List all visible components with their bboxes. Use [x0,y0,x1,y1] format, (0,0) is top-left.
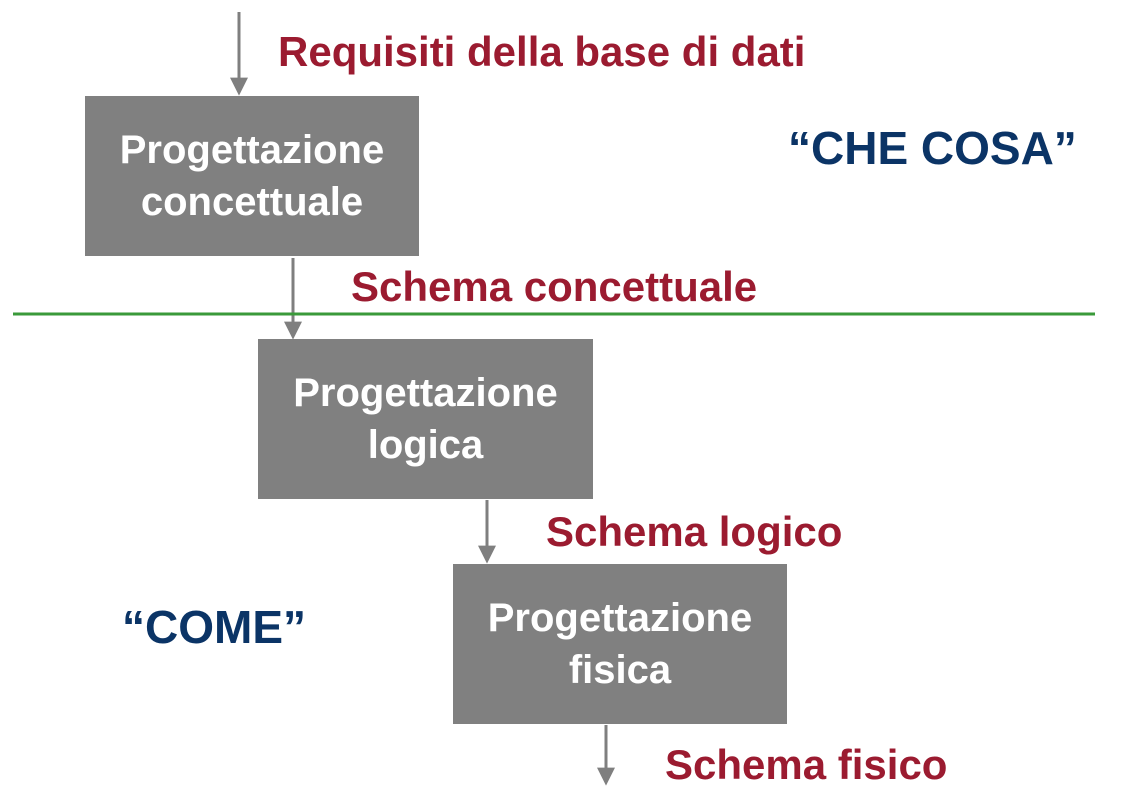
box-logica-line2: logica [367,423,484,467]
label-che-cosa: “CHE COSA” [788,122,1077,174]
box-progettazione-concettuale: Progettazione concettuale [85,96,419,256]
box-fisica-line2: fisica [568,648,672,692]
label-schema-concettuale: Schema concettuale [351,263,758,310]
box-logica-line1: Progettazione [293,371,558,415]
box-progettazione-logica: Progettazione logica [258,339,593,499]
label-schema-logico: Schema logico [546,508,843,555]
box-progettazione-fisica: Progettazione fisica [453,564,787,724]
label-schema-fisico: Schema fisico [665,741,948,788]
label-come: “COME” [122,601,306,653]
label-requisiti: Requisiti della base di dati [278,28,806,75]
box-concettuale-line1: Progettazione [119,128,385,172]
box-concettuale-line2: concettuale [140,180,364,224]
box-fisica-line1: Progettazione [487,596,753,640]
